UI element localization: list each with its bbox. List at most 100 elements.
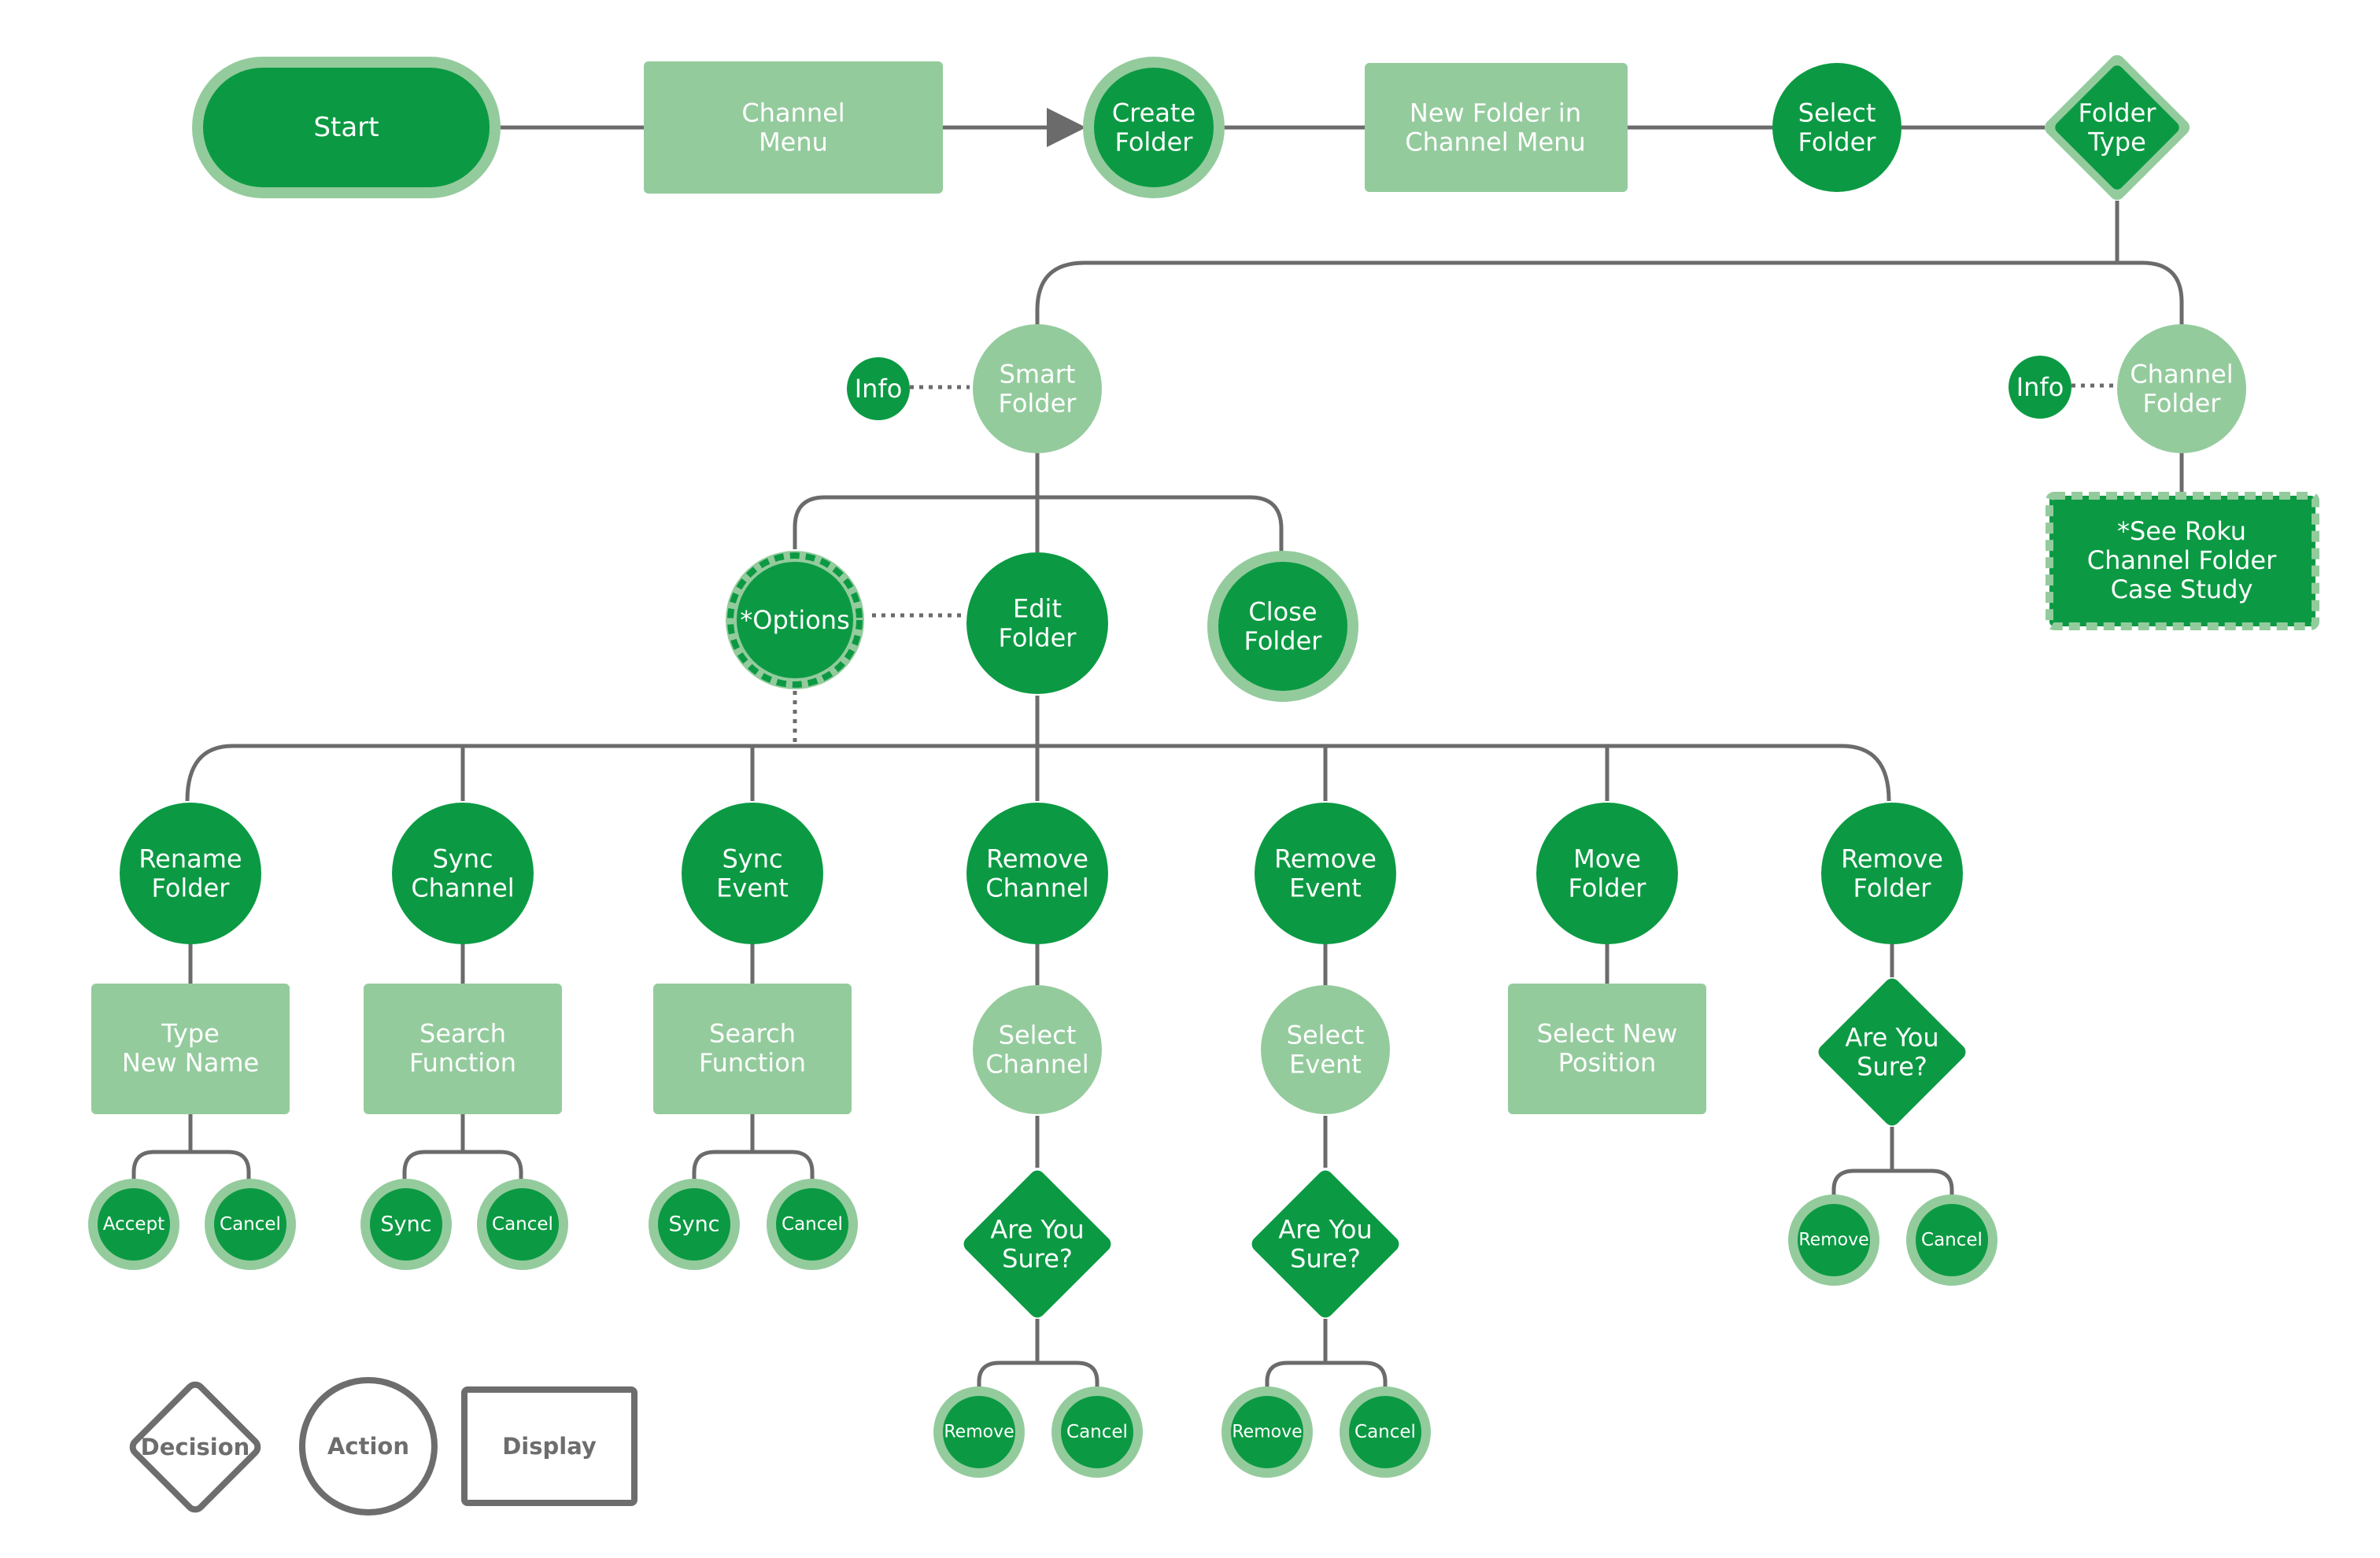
sync-channel-btn-label: Sync xyxy=(380,1213,431,1237)
create-folder-body xyxy=(1094,68,1214,187)
options-node: *Options xyxy=(726,551,864,689)
label-line: Smart xyxy=(1000,360,1076,390)
label-line: Channel xyxy=(411,873,514,903)
legend-decision-label: Decision xyxy=(141,1434,250,1460)
options-body xyxy=(737,562,853,678)
label-line: Cancel xyxy=(492,1214,553,1235)
select-folder-body xyxy=(1772,63,1901,192)
are-you-sure-folder-body xyxy=(1818,978,1966,1126)
label-line: Cancel xyxy=(1354,1422,1416,1442)
sync-event-btn-label: Sync xyxy=(668,1213,719,1237)
legend-display-label: Display xyxy=(502,1433,597,1460)
label-line: Folder xyxy=(999,388,1077,418)
label-line: *See Roku xyxy=(2117,516,2246,546)
edge-sure-folder-buttons xyxy=(1831,1127,1954,1196)
remove-folder-btn-label: Remove xyxy=(1798,1231,1868,1250)
edge-sure-event-buttons xyxy=(1265,1319,1388,1388)
label-line: Start xyxy=(313,112,379,143)
remove-folder-btn-node: Remove xyxy=(1788,1194,1879,1286)
select-event-body xyxy=(1261,985,1390,1114)
label-line: Sync xyxy=(722,844,782,874)
remove-channel-btn-node: Remove xyxy=(933,1386,1025,1478)
cancel-remove-channel-label: Cancel xyxy=(1066,1422,1128,1442)
label-line: Folder xyxy=(2143,388,2222,418)
channel-folder-body xyxy=(2117,324,2246,453)
label-line: Search xyxy=(419,1019,506,1049)
move-folder-body xyxy=(1536,803,1678,944)
label-line: Info xyxy=(855,374,903,404)
accept-rename-node: Accept xyxy=(88,1179,179,1270)
sync-channel-btn-node: Sync xyxy=(360,1179,452,1270)
label-line: Sure? xyxy=(1290,1243,1361,1273)
label-line: Folder xyxy=(1569,873,1647,903)
are-you-sure-channel-body xyxy=(963,1170,1111,1318)
select-new-position-box xyxy=(1508,984,1706,1114)
select-channel-body xyxy=(973,985,1102,1114)
edges xyxy=(131,108,2184,1388)
label-line: Folder xyxy=(1798,127,1877,157)
folder-type-body xyxy=(2055,65,2179,190)
label-line: Edit xyxy=(1013,594,1062,624)
info-channel-node: Info xyxy=(2009,356,2071,419)
options-dash xyxy=(727,552,863,688)
channel-menu-box xyxy=(644,61,943,194)
label-line: Channel xyxy=(2130,360,2233,390)
cancel-sync-event-node: Cancel xyxy=(767,1179,858,1270)
label-line: Case Study xyxy=(2111,574,2253,604)
legend-decision: Decision xyxy=(129,1381,261,1513)
label-line: Channel xyxy=(741,98,844,128)
remove-channel-body xyxy=(966,803,1108,944)
label-line: Select xyxy=(1798,98,1876,128)
label-line: Folder xyxy=(1244,626,1323,655)
label-line: Select xyxy=(999,1021,1077,1050)
label-line: Select New xyxy=(1537,1019,1678,1049)
label-line: Cancel xyxy=(1066,1422,1128,1442)
label-line: Cancel xyxy=(1921,1230,1983,1250)
label-line: Sync xyxy=(380,1213,431,1237)
label-line: Decision xyxy=(141,1434,250,1460)
label-line: Info xyxy=(2016,372,2064,402)
edge-type-name-buttons xyxy=(131,1114,251,1180)
label-line: Folder xyxy=(1853,873,1932,903)
label-line: Folder xyxy=(2079,98,2157,128)
cancel-sync-channel-label: Cancel xyxy=(492,1214,553,1235)
info-smart-body xyxy=(847,357,910,420)
rename-folder-body xyxy=(120,803,261,944)
search-function-2-box xyxy=(653,984,852,1114)
label-line: Function xyxy=(409,1047,516,1077)
label-line: Remove xyxy=(1232,1423,1302,1442)
label-line: Type xyxy=(161,1019,220,1049)
label-line: Folder xyxy=(152,873,231,903)
label-line: Rename xyxy=(139,844,242,874)
edge-folder-type-smart-folder xyxy=(1035,201,2119,326)
search-function-1-box xyxy=(364,984,562,1114)
cancel-remove-channel-node: Cancel xyxy=(1051,1386,1143,1478)
label-line: Event xyxy=(1289,873,1362,903)
info-channel-label: Info xyxy=(2016,372,2064,402)
label-line: Select xyxy=(1287,1021,1365,1050)
sync-event-btn-node: Sync xyxy=(649,1179,740,1270)
label-line: Type xyxy=(2087,127,2146,157)
label-line: Close xyxy=(1248,597,1317,627)
edge-search-event-buttons xyxy=(692,1114,815,1180)
